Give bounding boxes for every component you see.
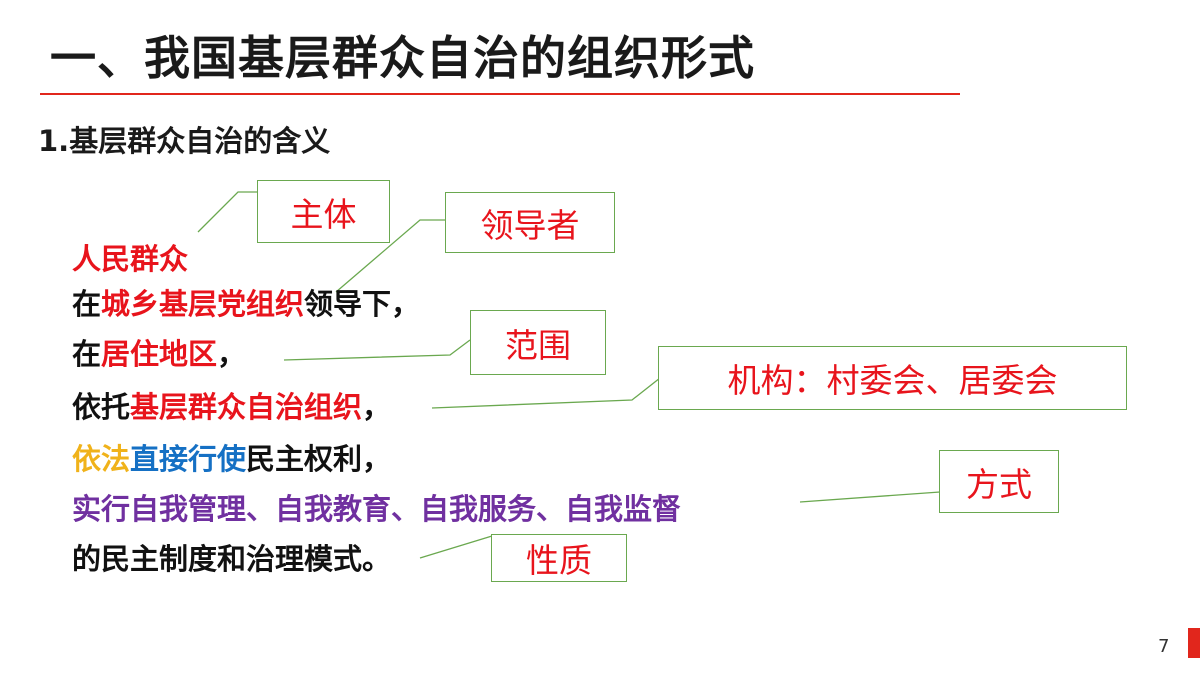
connector-subject [197,191,258,233]
page-number: 7 [1158,636,1170,657]
definition-line-7: 的民主制度和治理模式。 [72,540,391,578]
text-relying-on: 依托 [72,390,131,424]
definition-line-2: 在城乡基层党组织领导下， [72,285,420,323]
callout-scope: 范围 [470,310,606,375]
definition-line-6: 实行自我管理、自我教育、自我服务、自我监督 [72,490,681,528]
section-subtitle: 1.基层群众自治的含义 [38,124,331,158]
connector-leader [335,219,446,293]
text-in: 在 [72,337,102,371]
slide-title: 一、我国基层群众自治的组织形式 [50,31,755,85]
connector-org [431,377,661,409]
callout-subject: 主体 [257,180,390,243]
text-comma: ， [217,337,247,371]
definition-line-1: 人民群众 [72,240,188,278]
definition-line-3: 在居住地区， [72,335,246,373]
connector-method [799,491,941,503]
text-under-leadership: 领导下， [304,287,421,321]
text-in: 在 [72,287,102,321]
term-subject: 人民群众 [72,242,189,276]
term-self-governance: 实行自我管理、自我教育、自我服务、自我监督 [72,492,682,526]
term-leader: 城乡基层党组织 [101,287,305,321]
term-directly-exercise: 直接行使 [130,442,247,476]
definition-line-4: 依托基层群众自治组织， [72,388,391,426]
title-underline [40,93,960,95]
callout-organization: 机构：村委会、居委会 [658,346,1127,410]
text-system-and-model: 的民主制度和治理模式。 [72,542,392,576]
text-comma: ， [362,390,392,424]
callout-method: 方式 [939,450,1059,513]
callout-leader: 领导者 [445,192,615,253]
term-scope: 居住地区 [101,337,218,371]
term-organization: 基层群众自治组织 [130,390,363,424]
corner-accent-bar [1188,628,1200,658]
connector-scope [283,339,471,361]
definition-line-5: 依法直接行使民主权利， [72,440,391,478]
term-by-law: 依法 [72,442,131,476]
connector-nature [419,535,493,559]
text-democratic-rights: 民主权利， [246,442,392,476]
callout-nature: 性质 [491,534,627,582]
